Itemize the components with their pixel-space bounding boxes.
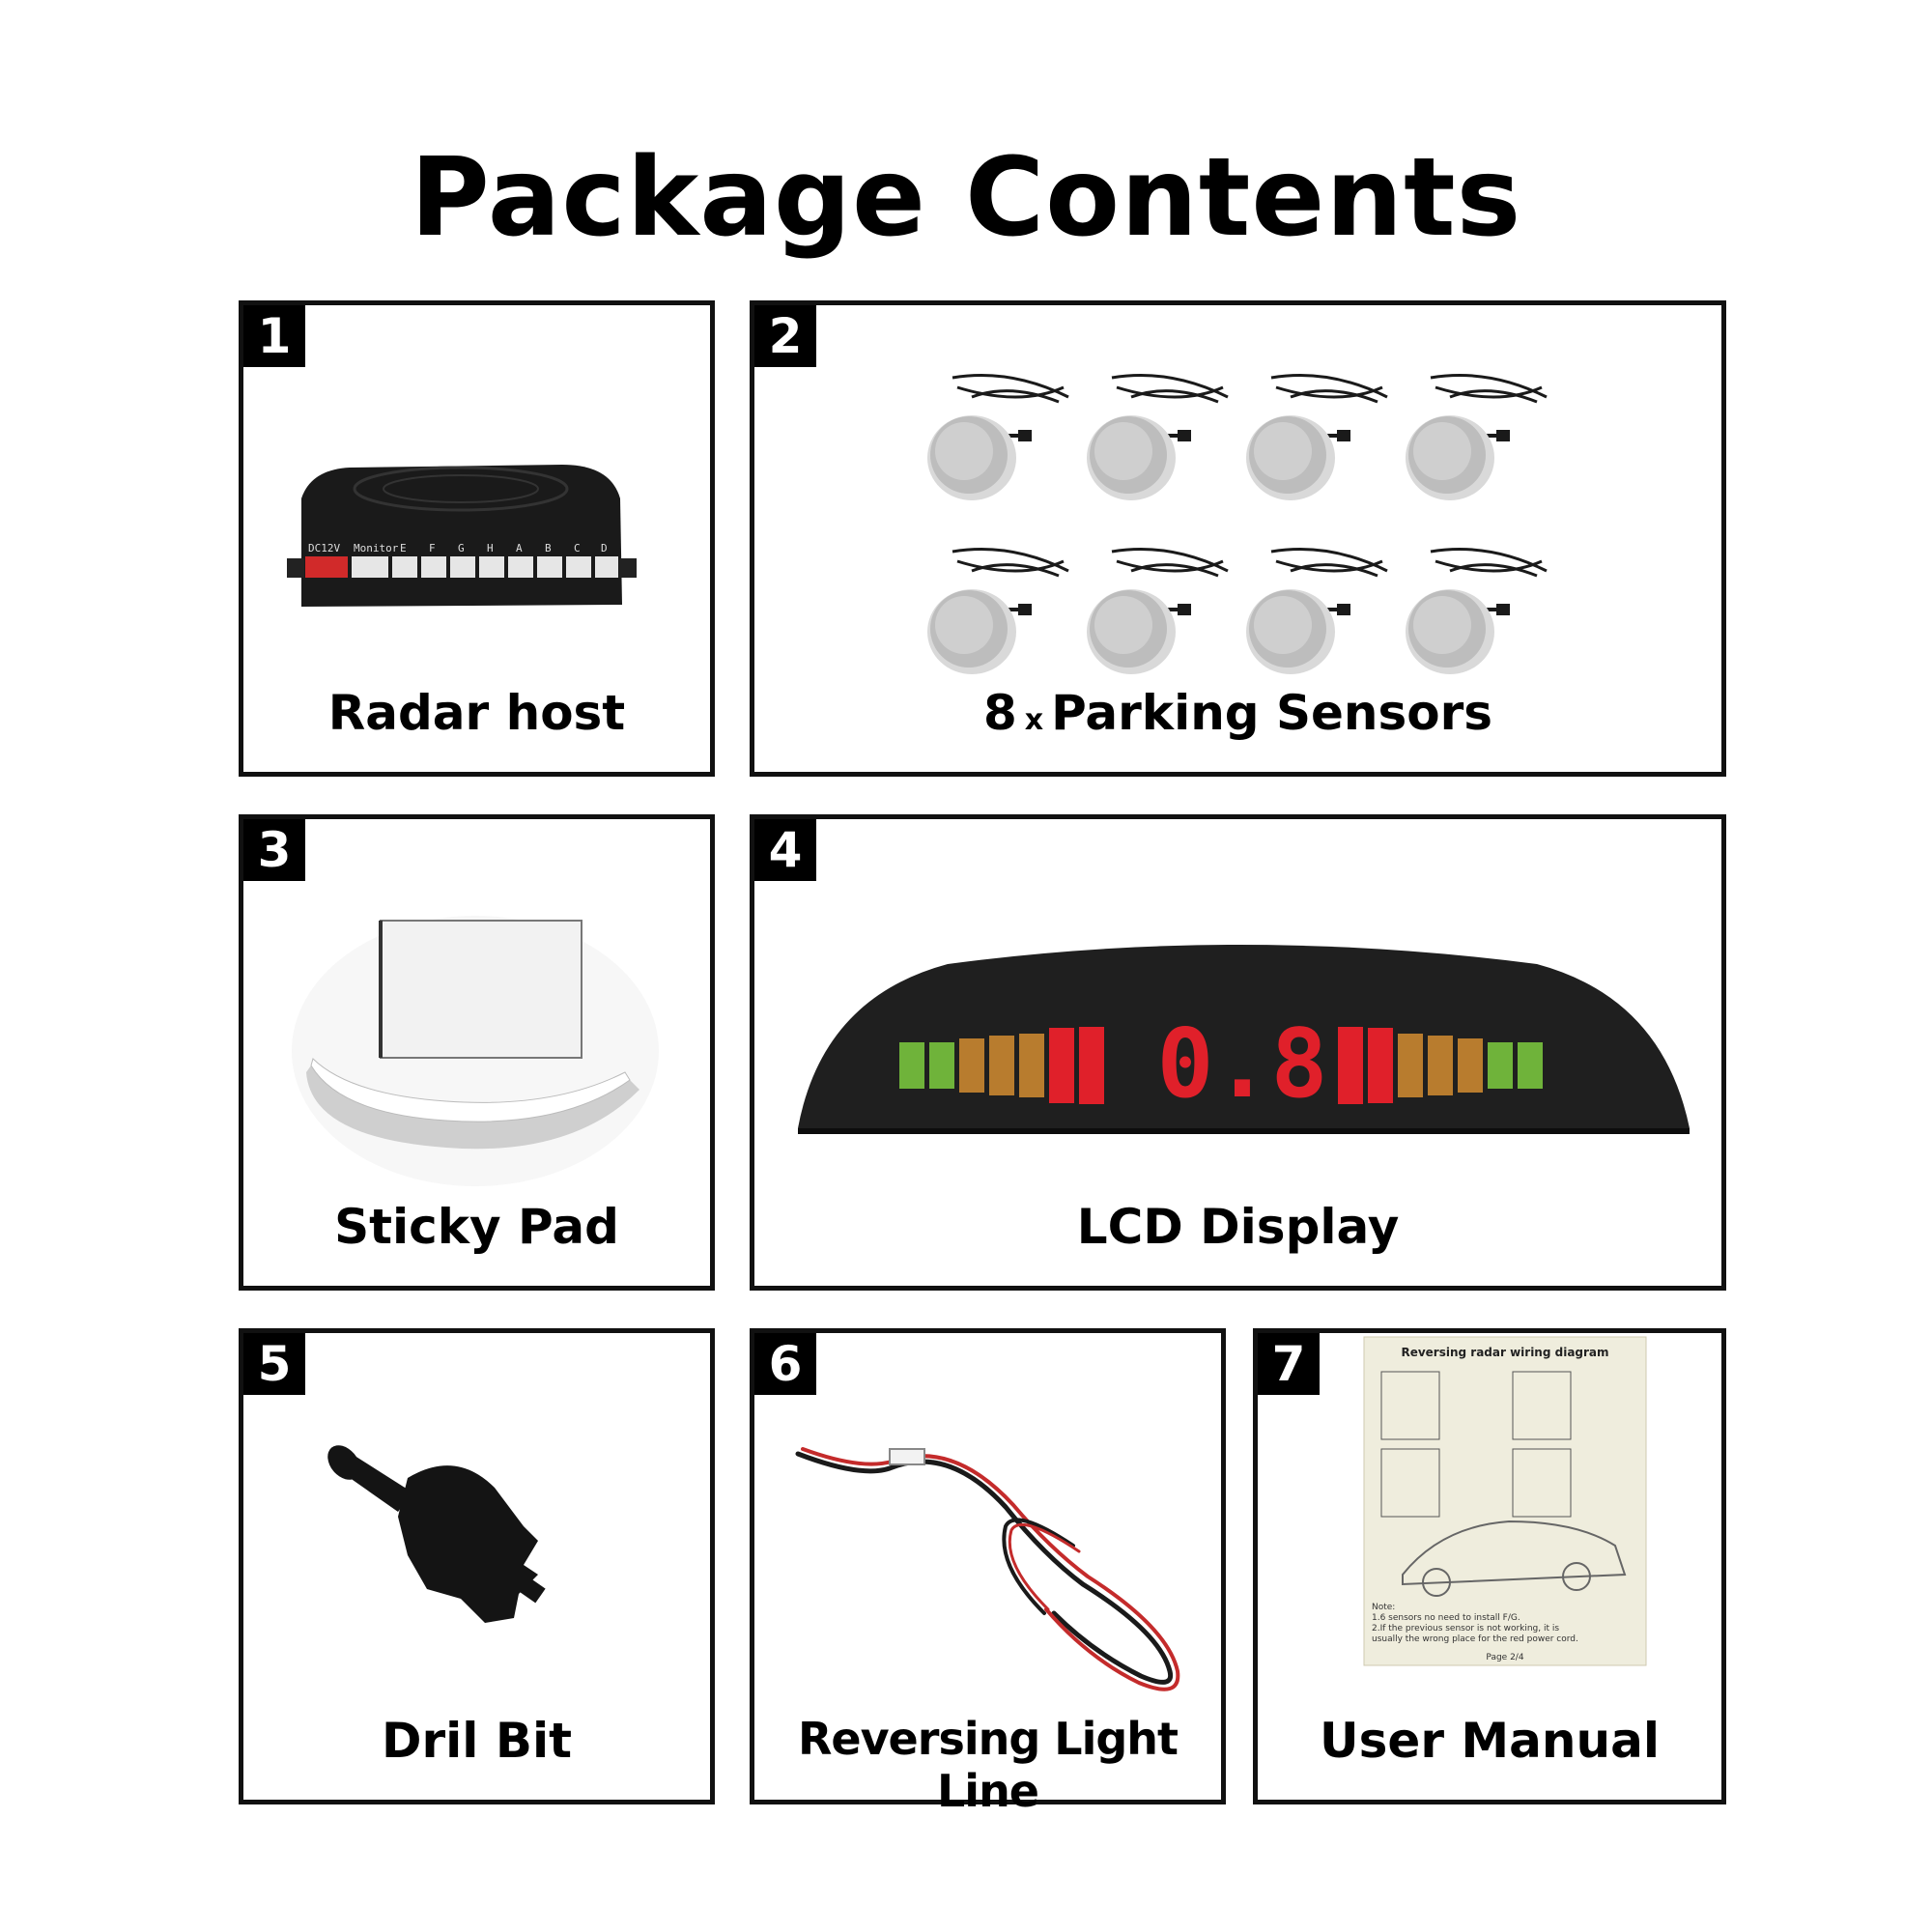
lcd-reading: 0.8 <box>1156 1009 1327 1120</box>
lcd-level-bar <box>989 1036 1014 1095</box>
sensor-quantity: 8 <box>982 685 1017 741</box>
sticky-pad-image <box>292 916 659 1186</box>
manual-heading: Reversing radar wiring diagram <box>1401 1346 1608 1359</box>
multiply-sign: x <box>1024 703 1044 737</box>
lcd-level-bar <box>1049 1028 1074 1103</box>
port-label: Monitor <box>354 542 399 554</box>
lcd-level-bar <box>899 1042 924 1089</box>
lcd-level-bar <box>929 1042 954 1089</box>
lcd-level-bar <box>1338 1027 1363 1104</box>
item-number: 4 <box>754 819 816 881</box>
port-label: H <box>487 542 494 554</box>
reversing-light-line-image <box>795 1447 1180 1691</box>
item-number: 6 <box>754 1333 816 1395</box>
parking-sensor <box>1406 548 1548 674</box>
item-radar-host: 1 DC12V Monitor E F G H A B C D Radar ho… <box>239 300 715 777</box>
lcd-level-bar <box>1019 1034 1044 1097</box>
parking-sensor <box>1087 548 1229 674</box>
item-label: User Manual <box>1320 1713 1660 1769</box>
manual-note-line: usually the wrong place for the red powe… <box>1372 1634 1578 1644</box>
item-label: Radar host <box>327 685 626 741</box>
lcd-level-bar <box>1428 1036 1453 1095</box>
parking-sensor <box>927 548 1069 674</box>
lcd-level-bar <box>1398 1034 1423 1097</box>
port-label: G <box>458 542 465 554</box>
lcd-level-bar <box>1458 1038 1483 1093</box>
port-label: E <box>400 542 407 554</box>
lcd-level-bar <box>959 1038 984 1093</box>
manual-note-line: 2.If the previous sensor is not working,… <box>1372 1624 1559 1634</box>
port-label: B <box>545 542 552 554</box>
lcd-level-bar <box>1368 1028 1393 1103</box>
item-number: 2 <box>754 305 816 367</box>
parking-sensor <box>1087 374 1229 500</box>
port-label: A <box>516 542 523 554</box>
lcd-level-bar <box>1079 1027 1104 1104</box>
radar-host-image: DC12V Monitor E F G H A B C D <box>287 465 637 607</box>
item-user-manual: 7 Reversing radar wiring diagram Note: 1… <box>1253 1328 1726 1804</box>
user-manual-image: Reversing radar wiring diagram Note: 1.6… <box>1363 1336 1647 1666</box>
item-drill-bit: 5 Dril Bit <box>239 1328 715 1804</box>
item-number: 3 <box>243 819 305 881</box>
lcd-display-image: 0.8 <box>798 945 1690 1134</box>
parking-sensor <box>927 374 1069 500</box>
port-label: DC12V <box>308 542 340 554</box>
item-number: 5 <box>243 1333 305 1395</box>
manual-note-title: Note: <box>1372 1603 1395 1612</box>
port-label: D <box>601 542 608 554</box>
item-reversing-light-line: 6 Reversing Light Line <box>750 1328 1226 1817</box>
item-label: Reversing Light Line <box>797 1713 1179 1817</box>
parking-sensor <box>1406 374 1548 500</box>
item-sticky-pad: 3 Sticky Pad <box>239 814 715 1291</box>
item-label: LCD Display <box>1076 1199 1400 1255</box>
item-number: 7 <box>1258 1333 1320 1395</box>
drill-bit-image <box>327 1445 546 1623</box>
manual-page-number: Page 2/4 <box>1486 1653 1523 1662</box>
port-label: F <box>429 542 436 554</box>
sensor-label-text: Parking Sensors <box>1051 685 1493 741</box>
lcd-level-bar <box>1488 1042 1513 1089</box>
item-label: Dril Bit <box>382 1713 572 1769</box>
lcd-level-bar <box>1518 1042 1543 1089</box>
port-label: C <box>574 542 581 554</box>
parking-sensor <box>1246 548 1388 674</box>
parking-sensors-image <box>927 374 1548 674</box>
manual-note-line: 1.6 sensors no need to install F/G. <box>1372 1613 1520 1623</box>
item-number: 1 <box>243 305 305 367</box>
page-title: Package Contents <box>410 135 1522 261</box>
parking-sensor <box>1246 374 1388 500</box>
item-lcd-display: 4 0.8 LCD Display <box>750 814 1726 1291</box>
item-label: Sticky Pad <box>334 1199 619 1255</box>
